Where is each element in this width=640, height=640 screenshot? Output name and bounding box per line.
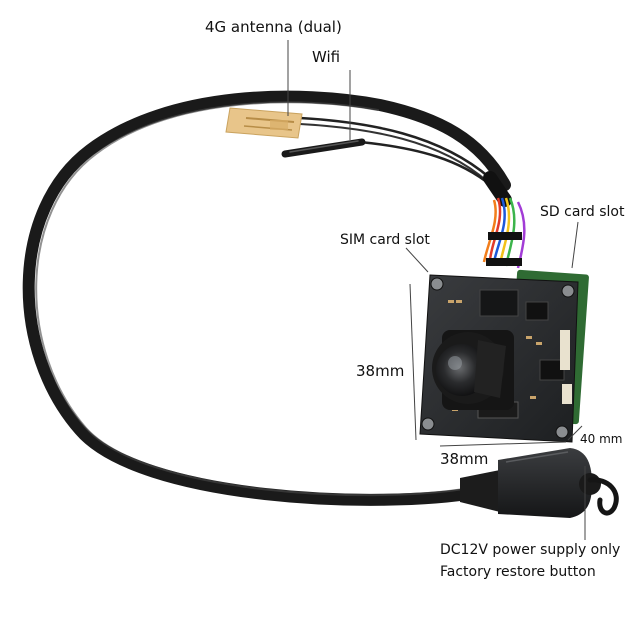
antenna-wire-1 (299, 116, 491, 179)
main-cable-highlight (35, 101, 471, 497)
label-width: 38mm (440, 450, 489, 468)
power-connector-icon (460, 448, 619, 518)
sim-leader (405, 247, 429, 273)
wifi-wire (359, 140, 493, 187)
label-sd-card-slot: SD card slot (540, 204, 625, 220)
label-factory-restore: Factory restore button (440, 564, 596, 580)
wire-harness-icon (482, 171, 526, 269)
antenna-wire-2 (299, 123, 489, 183)
label-sim-card-slot: SIM card slot (340, 232, 430, 248)
camera-board-icon (419, 269, 589, 443)
label-4g-antenna: 4G antenna (dual) (205, 18, 342, 36)
depth-dim-line (567, 425, 583, 441)
antenna-4g-sticker-icon (225, 107, 303, 139)
main-cable (22, 90, 511, 506)
label-depth: 40 mm (580, 432, 623, 446)
wifi-antenna-icon (281, 138, 366, 158)
label-power-supply: DC12V power supply only (440, 542, 621, 558)
label-height: 38mm (356, 362, 405, 380)
label-wifi: Wifi (312, 48, 341, 66)
height-dim-line (409, 283, 417, 441)
sd-leader (571, 221, 579, 269)
width-dim-line (439, 441, 567, 447)
